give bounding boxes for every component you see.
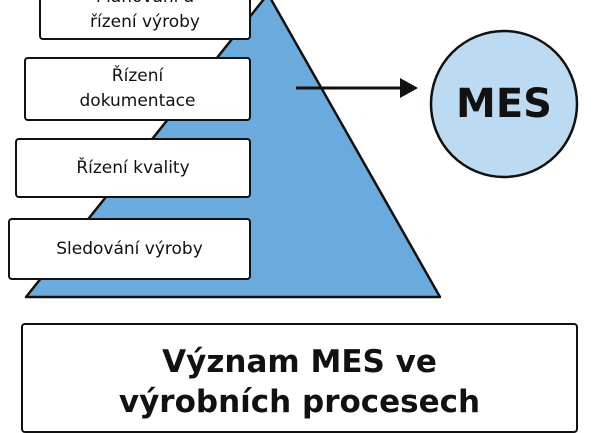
level-box-documentation: Řízení dokumentace bbox=[24, 57, 251, 121]
level-label-quality: Řízení kvality bbox=[76, 157, 190, 178]
mes-circle bbox=[429, 29, 579, 179]
title-text: Význam MES ve výrobních procesech bbox=[118, 344, 481, 420]
level-box-planning: Plánování a řízení výroby bbox=[39, 0, 251, 40]
arrow-head-icon bbox=[400, 78, 418, 98]
level-box-tracking: Sledování výroby bbox=[8, 218, 251, 280]
level-box-quality: Řízení kvality bbox=[15, 138, 251, 198]
level-label-documentation: Řízení dokumentace bbox=[79, 66, 196, 111]
level-label-tracking: Sledování výroby bbox=[56, 238, 203, 259]
title-box: Význam MES ve výrobních procesech bbox=[21, 323, 578, 433]
level-label-planning: Plánování a řízení výroby bbox=[90, 0, 200, 32]
